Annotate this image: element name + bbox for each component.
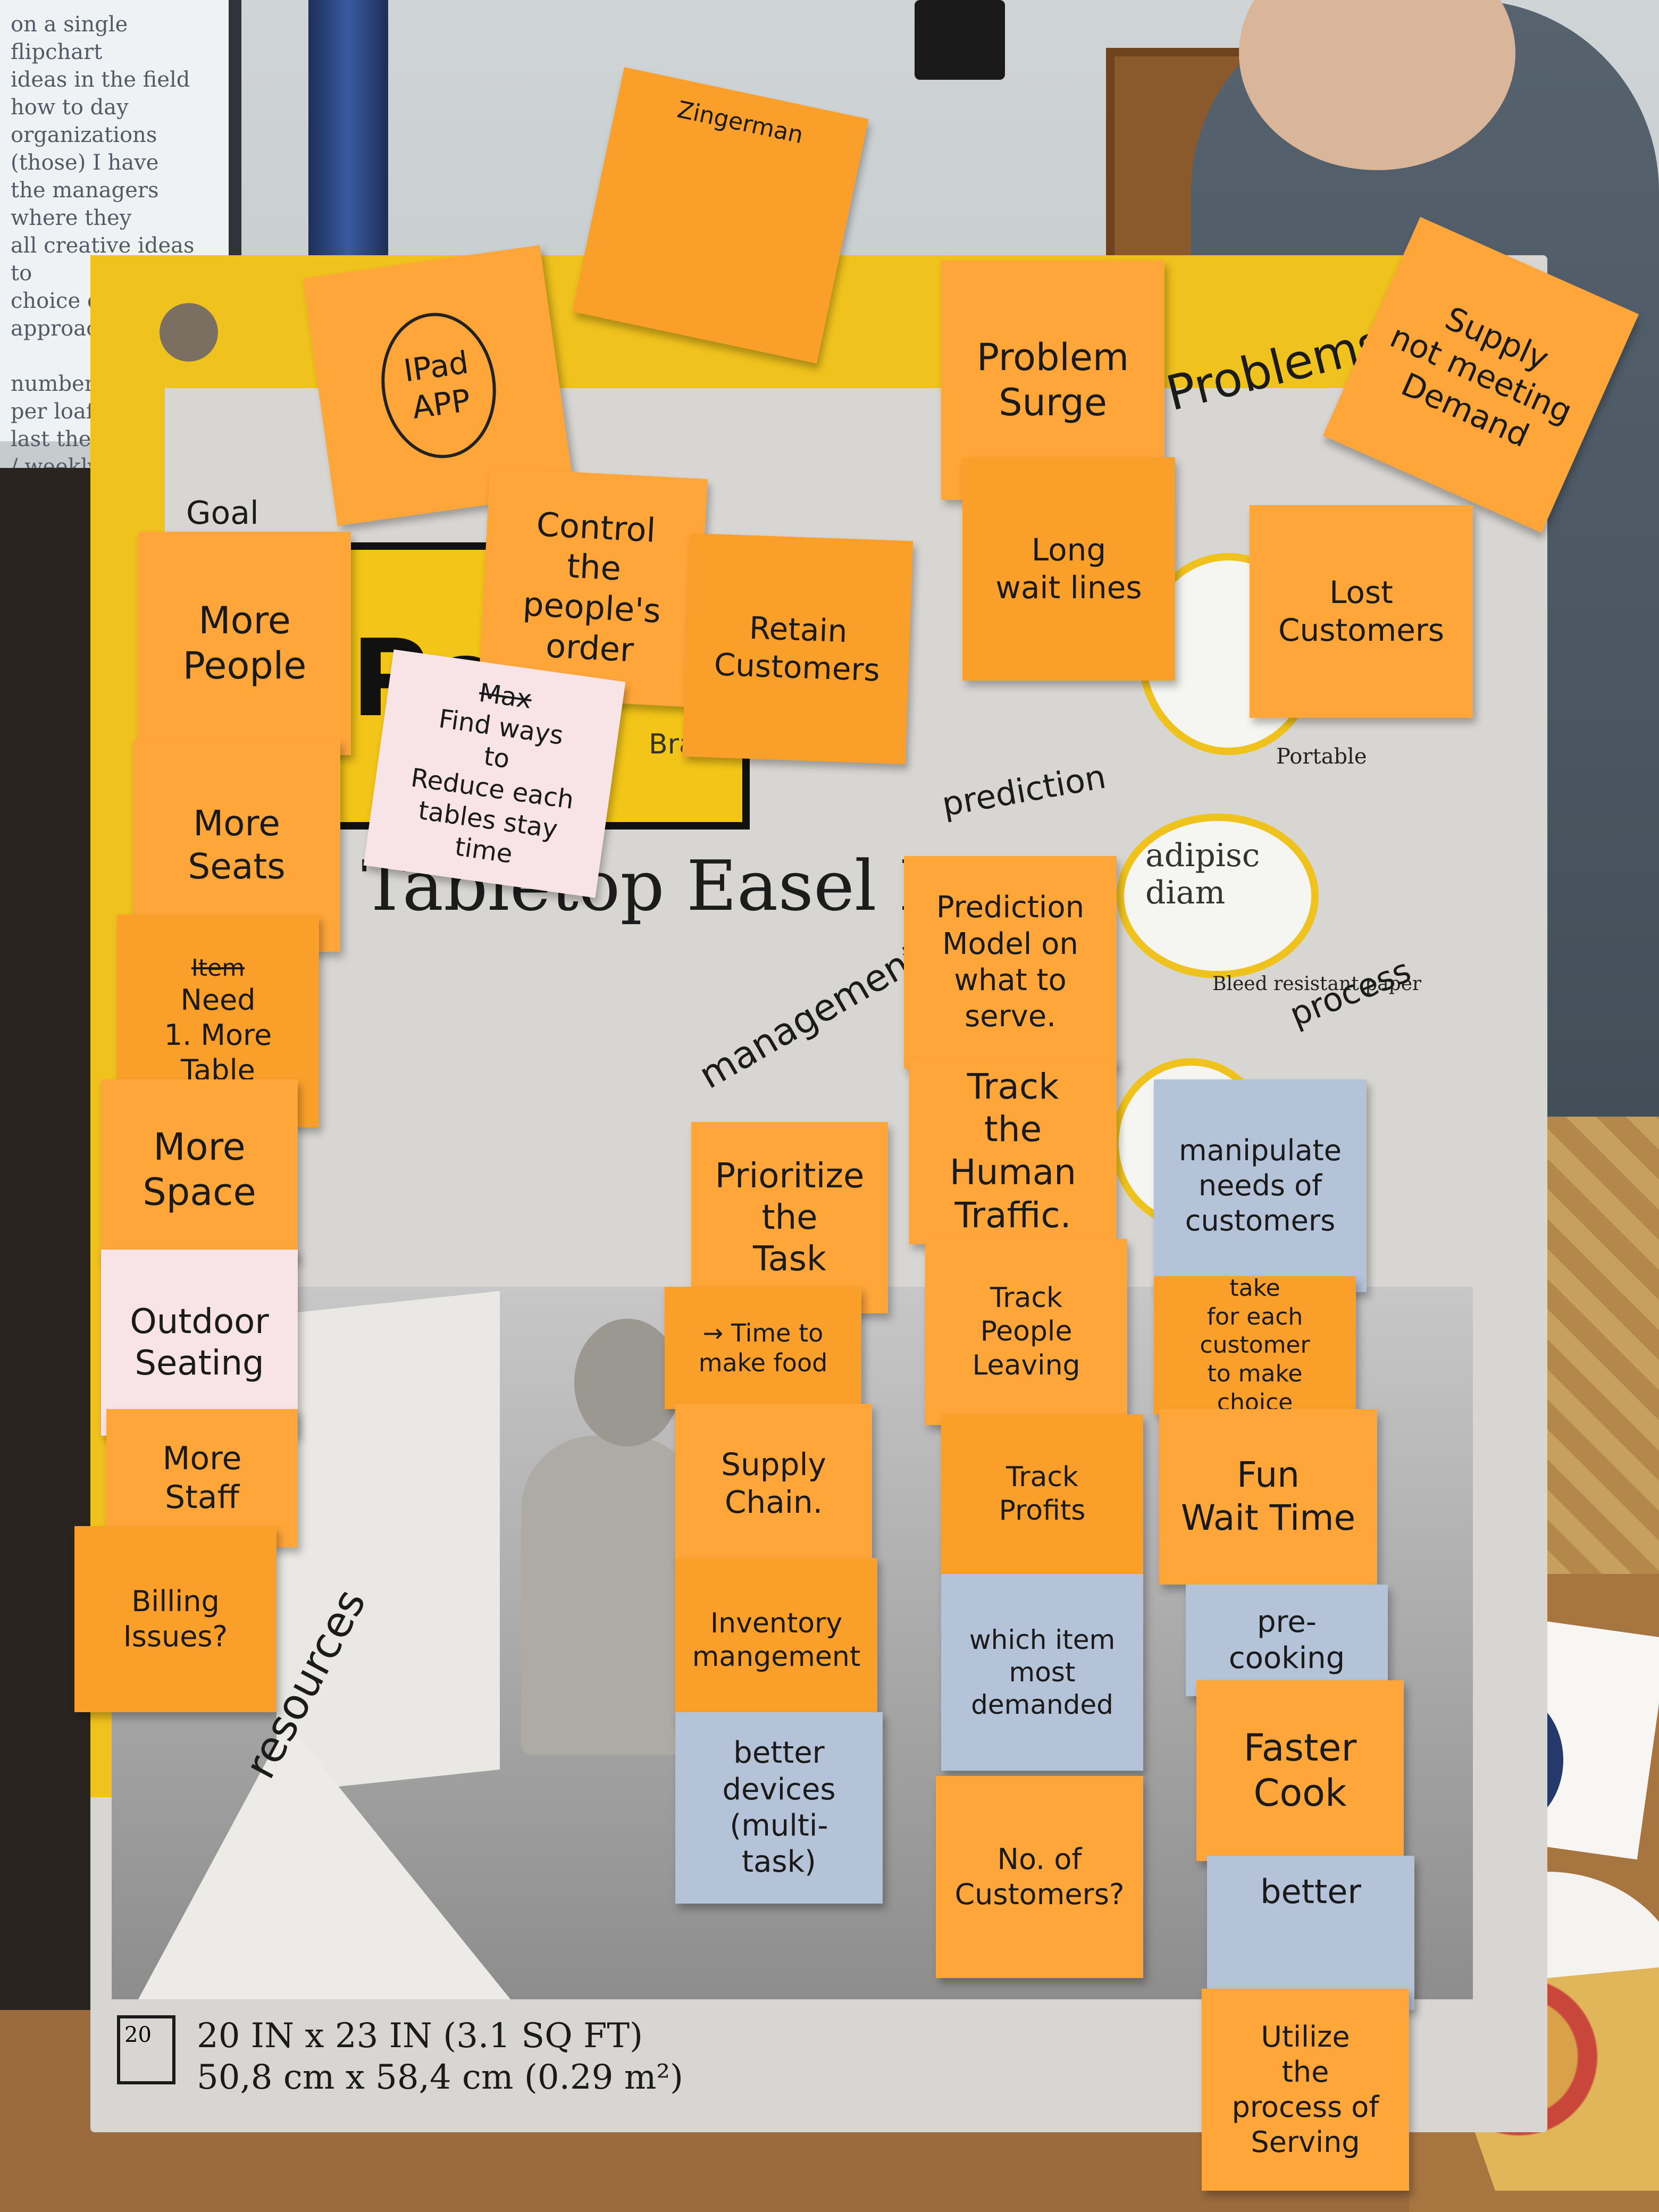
- note-text: Billing Issues?: [123, 1585, 228, 1653]
- sticky-note-better-devices: better devices (multi-task): [675, 1712, 883, 1904]
- sticky-note-prediction-model: Prediction Model on what to serve.: [904, 856, 1117, 1069]
- sticky-note-long-wait: Long wait lines: [962, 457, 1175, 681]
- sticky-note-more-staff: More Staff: [106, 1409, 298, 1547]
- sticky-note-which-item: which item most demanded: [941, 1574, 1143, 1771]
- annotation-goal: Goal: [186, 495, 259, 532]
- note-text: Outdoor Seating: [130, 1302, 269, 1383]
- sticky-note-manipulate-needs: manipulate needs of customers: [1154, 1079, 1367, 1292]
- note-text: better devices (multi-task): [722, 1736, 836, 1880]
- size-specs: 20 IN x 23 IN (3.1 SQ FT) 50,8 cm x 58,4…: [197, 2015, 683, 2098]
- sticky-note-more-space: More Space: [101, 1079, 298, 1260]
- sticky-note-find-ways: Max Find ways to Reduce each tables stay…: [363, 649, 626, 898]
- portable-label: Portable: [1276, 744, 1367, 769]
- note-text: take for each customer to make choice: [1200, 1276, 1310, 1414]
- sticky-note-time-to-make-food: → Time to make food: [665, 1287, 861, 1409]
- note-text: More Seats: [188, 803, 286, 887]
- note-text: More Space: [143, 1125, 256, 1214]
- note-text: which item most demanded: [969, 1624, 1116, 1720]
- sticky-note-prioritize-task: Prioritize the Task: [691, 1122, 888, 1313]
- note-text: More Staff: [162, 1439, 242, 1516]
- note-text: Supply Chain.: [721, 1446, 826, 1520]
- note-strike-text: Item: [191, 954, 245, 982]
- note-text: Inventory mangement: [692, 1607, 861, 1673]
- photo-man-head: [574, 1319, 681, 1446]
- sticky-note-inventory-management: Inventory mangement: [675, 1558, 877, 1723]
- note-text: Track People Leaving: [972, 1281, 1080, 1381]
- note-text: → Time to make food: [698, 1318, 828, 1377]
- note-text: Control the people's order: [522, 505, 662, 669]
- size-centimeters: 50,8 cm x 58,4 cm (0.29 m²): [197, 2058, 683, 2097]
- note-text: No. of Customers?: [954, 1842, 1125, 1911]
- note-text: Zingerman: [675, 96, 806, 149]
- note-text: Prediction Model on what to serve.: [936, 890, 1085, 1034]
- sticky-note-wait-time: Fun Wait Time: [1159, 1409, 1377, 1585]
- note-text: Lost Customers: [1278, 574, 1444, 648]
- note-text: Problem Surge: [976, 335, 1129, 424]
- note-text: Faster Cook: [1243, 1725, 1357, 1815]
- note-text: manipulate needs of customers: [1179, 1134, 1342, 1237]
- sticky-note-retain-customers: Retain Customers: [682, 533, 914, 765]
- size-icon: 20: [117, 2015, 175, 2084]
- note-text: IPad APP: [372, 305, 505, 466]
- note-text: Fun Wait Time: [1180, 1454, 1356, 1538]
- sticky-note-supply-chain: Supply Chain.: [675, 1404, 872, 1563]
- sample-text: adipisc diam: [1145, 837, 1260, 911]
- sticky-note-zingerman: Zingerman: [572, 67, 869, 364]
- note-text: More People: [182, 598, 307, 688]
- size-inches: 20 IN x 23 IN (3.1 SQ FT): [197, 2016, 643, 2056]
- note-text: Supply not meeting Demand: [1384, 300, 1578, 455]
- sticky-note-take-for-each-customer: take for each customer to make choice: [1154, 1276, 1356, 1414]
- sticky-note-more-people: More People: [138, 532, 351, 755]
- sticky-note-no-of-customers: No. of Customers?: [936, 1776, 1143, 1978]
- note-text: Long wait lines: [995, 532, 1142, 606]
- note-text: pre-cooking: [1228, 1604, 1345, 1675]
- photo-man-body: [521, 1436, 702, 1755]
- bleed-resistant-label: Bleed resistant paper: [1212, 973, 1422, 995]
- note-text: Utilize the process of Serving: [1231, 2020, 1379, 2159]
- note-text: Track the Human Traffic.: [949, 1066, 1077, 1236]
- sticky-note-billing-issues: Billing Issues?: [74, 1526, 276, 1712]
- note-text: Find ways to Reduce each tables stay tim…: [409, 703, 576, 869]
- sticky-note-faster-cook: Faster Cook: [1196, 1680, 1404, 1861]
- sticky-note-better: better: [1207, 1856, 1414, 2010]
- board-hanging-hole: [160, 303, 218, 362]
- sticky-note-track-people-leaving: Track People Leaving: [925, 1239, 1127, 1425]
- flag: [308, 0, 388, 261]
- sticky-note-pre-cooking: pre-cooking: [1186, 1585, 1388, 1696]
- note-text: Track Profits: [999, 1461, 1086, 1527]
- sticky-note-track-profits: Track Profits: [941, 1414, 1143, 1574]
- sticky-note-utilize-process: Utilize the process of Serving: [1202, 1989, 1409, 2191]
- security-camera: [915, 0, 1005, 80]
- note-text: Need 1. More Table: [164, 983, 272, 1087]
- bleed-resistant-icon: adipisc diam: [1117, 814, 1319, 978]
- note-text: Prioritize the Task: [715, 1156, 865, 1279]
- sticky-note-track-human-traffic: Track the Human Traffic.: [909, 1058, 1117, 1244]
- note-text: better: [1260, 1872, 1361, 1911]
- sticky-note-lost-customers: Lost Customers: [1250, 505, 1473, 718]
- note-text: Retain Customers: [713, 610, 881, 689]
- sticky-note-outdoor-seating: Outdoor Seating: [101, 1250, 298, 1436]
